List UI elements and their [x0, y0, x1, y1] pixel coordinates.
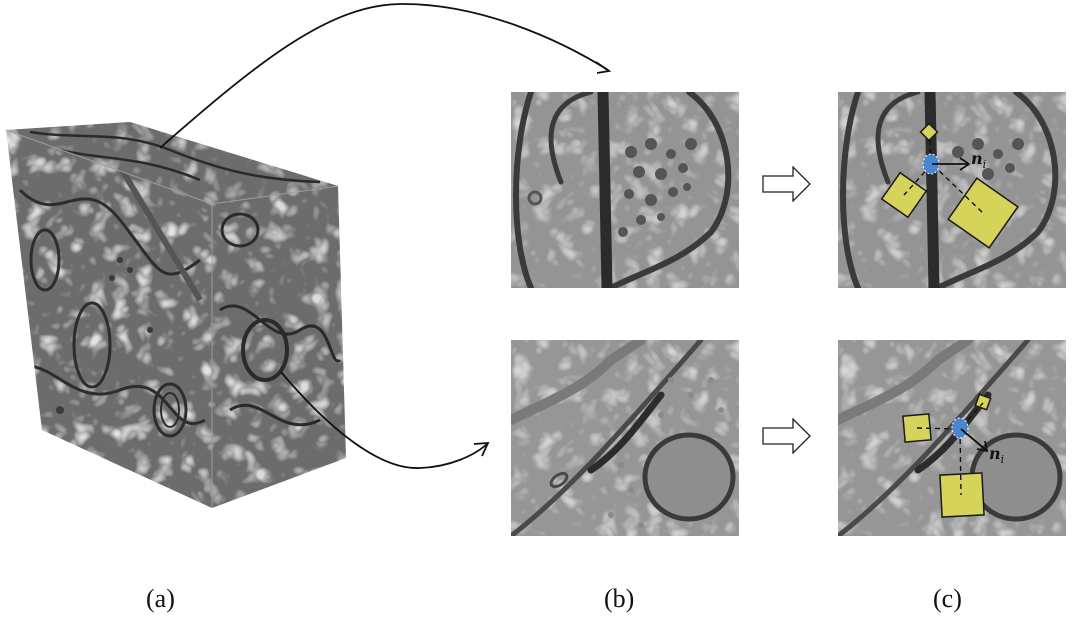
caption-b: (b) — [604, 584, 635, 613]
feature-patch-c-bottom: ni — [838, 340, 1066, 536]
curved-arrow-bottom — [280, 371, 488, 469]
front-face — [6, 130, 212, 508]
side-face — [212, 186, 346, 508]
transform-arrow-bottom — [762, 418, 812, 454]
caption-c: (c) — [933, 584, 962, 613]
transform-arrow-top — [762, 166, 812, 202]
center-point — [951, 417, 969, 439]
curved-arrow-top — [159, 3, 609, 149]
em-patch-b-bottom — [511, 340, 739, 536]
feature-patch-c-top: ni — [838, 92, 1066, 288]
em-patch-b-top — [511, 92, 739, 288]
em-volume-block — [0, 110, 370, 520]
normal-label: ni — [971, 149, 986, 171]
caption-a: (a) — [146, 584, 175, 613]
feature-boxes — [902, 393, 992, 518]
normal-label: ni — [989, 444, 1004, 466]
